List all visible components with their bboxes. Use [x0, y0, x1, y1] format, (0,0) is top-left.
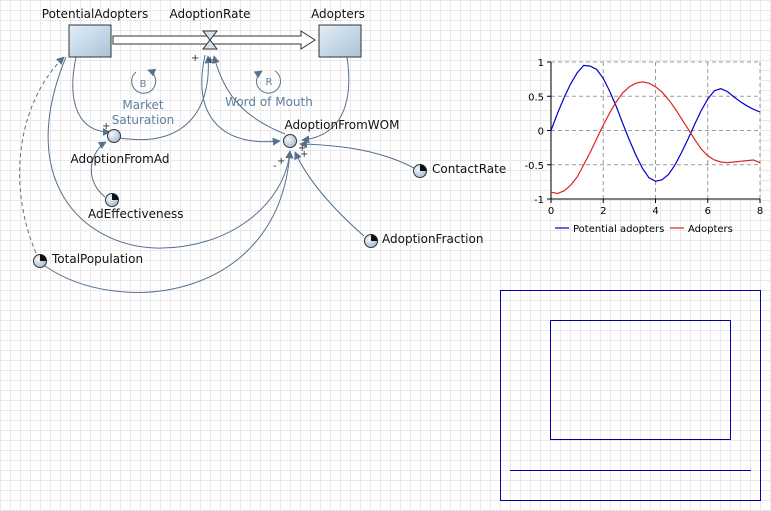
- valve-icon[interactable]: [201, 30, 219, 50]
- adoption-rate-flow[interactable]: [112, 30, 316, 50]
- loop-b-letter: B: [140, 79, 147, 90]
- stock-adopters[interactable]: Adopters: [311, 7, 365, 58]
- presentation-shapes: [500, 290, 761, 501]
- aux-adoption-from-wom[interactable]: AdoptionFromWOM: [283, 118, 400, 148]
- polarity-plus: +: [300, 149, 308, 160]
- x-tick-label: 4: [652, 206, 658, 217]
- y-tick-label: -1: [534, 195, 544, 206]
- param-label: AdEffectiveness: [88, 207, 183, 221]
- legend-entry[interactable]: Adopters: [688, 224, 733, 235]
- x-tick-label: 0: [548, 206, 554, 217]
- aux-label: AdoptionFromAd: [71, 152, 170, 166]
- y-tick-label: 1: [538, 58, 544, 69]
- x-tick-label: 6: [705, 206, 711, 217]
- link-potential-to-adfromad[interactable]: [72, 56, 111, 136]
- link-contactrate-to-wom[interactable]: [299, 140, 415, 169]
- stock-label: Adopters: [311, 7, 365, 21]
- loop-arrow-icon: [253, 70, 281, 94]
- polarity-minus: -: [273, 161, 277, 172]
- x-tick-label: 8: [757, 206, 763, 217]
- series-line-adopters[interactable]: [550, 81, 761, 195]
- polarity-plus: +: [102, 121, 110, 132]
- link-potential-to-wom[interactable]: [47, 56, 294, 249]
- causal-links: [19, 54, 415, 293]
- param-ad-effectiveness[interactable]: AdEffectiveness: [88, 193, 183, 222]
- y-tick-label: 0: [538, 127, 544, 138]
- loop-b-label-1: Market: [122, 98, 164, 112]
- polarity-plus: +: [277, 156, 285, 167]
- param-label: AdoptionFraction: [382, 232, 483, 246]
- link-rate-loop-to-wom[interactable]: [201, 54, 281, 146]
- loop-balancing[interactable]: B Market Saturation: [112, 68, 175, 127]
- flow-pipe[interactable]: [112, 30, 316, 50]
- polarity-marks: + + + + + + -: [102, 53, 308, 172]
- link-adfromad-to-rate[interactable]: [119, 55, 213, 140]
- x-tick-label: 2: [600, 206, 606, 217]
- param-total-population[interactable]: TotalPopulation: [33, 252, 144, 268]
- link-totalpop-to-potential-initial[interactable]: [19, 56, 65, 254]
- y-tick-label: 0.5: [528, 92, 544, 103]
- outer-rectangle[interactable]: [500, 290, 761, 501]
- link-fraction-to-wom[interactable]: [294, 151, 365, 237]
- loop-reinforcing[interactable]: R Word of Mouth: [225, 70, 313, 109]
- param-contact-rate[interactable]: ContactRate: [413, 162, 507, 178]
- polarity-plus: +: [298, 143, 306, 154]
- link-totalpop-to-wom[interactable]: [44, 150, 294, 293]
- legend-entry[interactable]: Potential adopters: [573, 224, 664, 235]
- polarity-plus: +: [191, 53, 199, 64]
- loop-arrow-icon: [131, 68, 157, 94]
- loop-b-label-2: Saturation: [112, 113, 175, 127]
- inner-rectangle[interactable]: [550, 320, 731, 440]
- loop-r-letter: R: [266, 77, 273, 88]
- aux-adoption-from-ad[interactable]: AdoptionFromAd: [71, 129, 170, 167]
- param-label: TotalPopulation: [51, 252, 143, 266]
- stock-potential-adopters[interactable]: PotentialAdopters: [42, 7, 148, 58]
- polarity-plus: +: [206, 55, 214, 66]
- y-tick-label: -0.5: [524, 161, 544, 172]
- link-adopters-to-wom[interactable]: [301, 56, 350, 144]
- link-adeffect-to-adfromad[interactable]: [90, 141, 107, 198]
- loop-r-label: Word of Mouth: [225, 95, 313, 109]
- flow-label: AdoptionRate: [169, 7, 250, 21]
- link-wom-to-rate[interactable]: [211, 55, 286, 135]
- stock-label: PotentialAdopters: [42, 7, 148, 21]
- aux-label: AdoptionFromWOM: [285, 118, 400, 132]
- series-line-potential-adopters[interactable]: [550, 64, 761, 182]
- param-label: ContactRate: [432, 162, 506, 176]
- param-adoption-fraction[interactable]: AdoptionFraction: [364, 232, 484, 248]
